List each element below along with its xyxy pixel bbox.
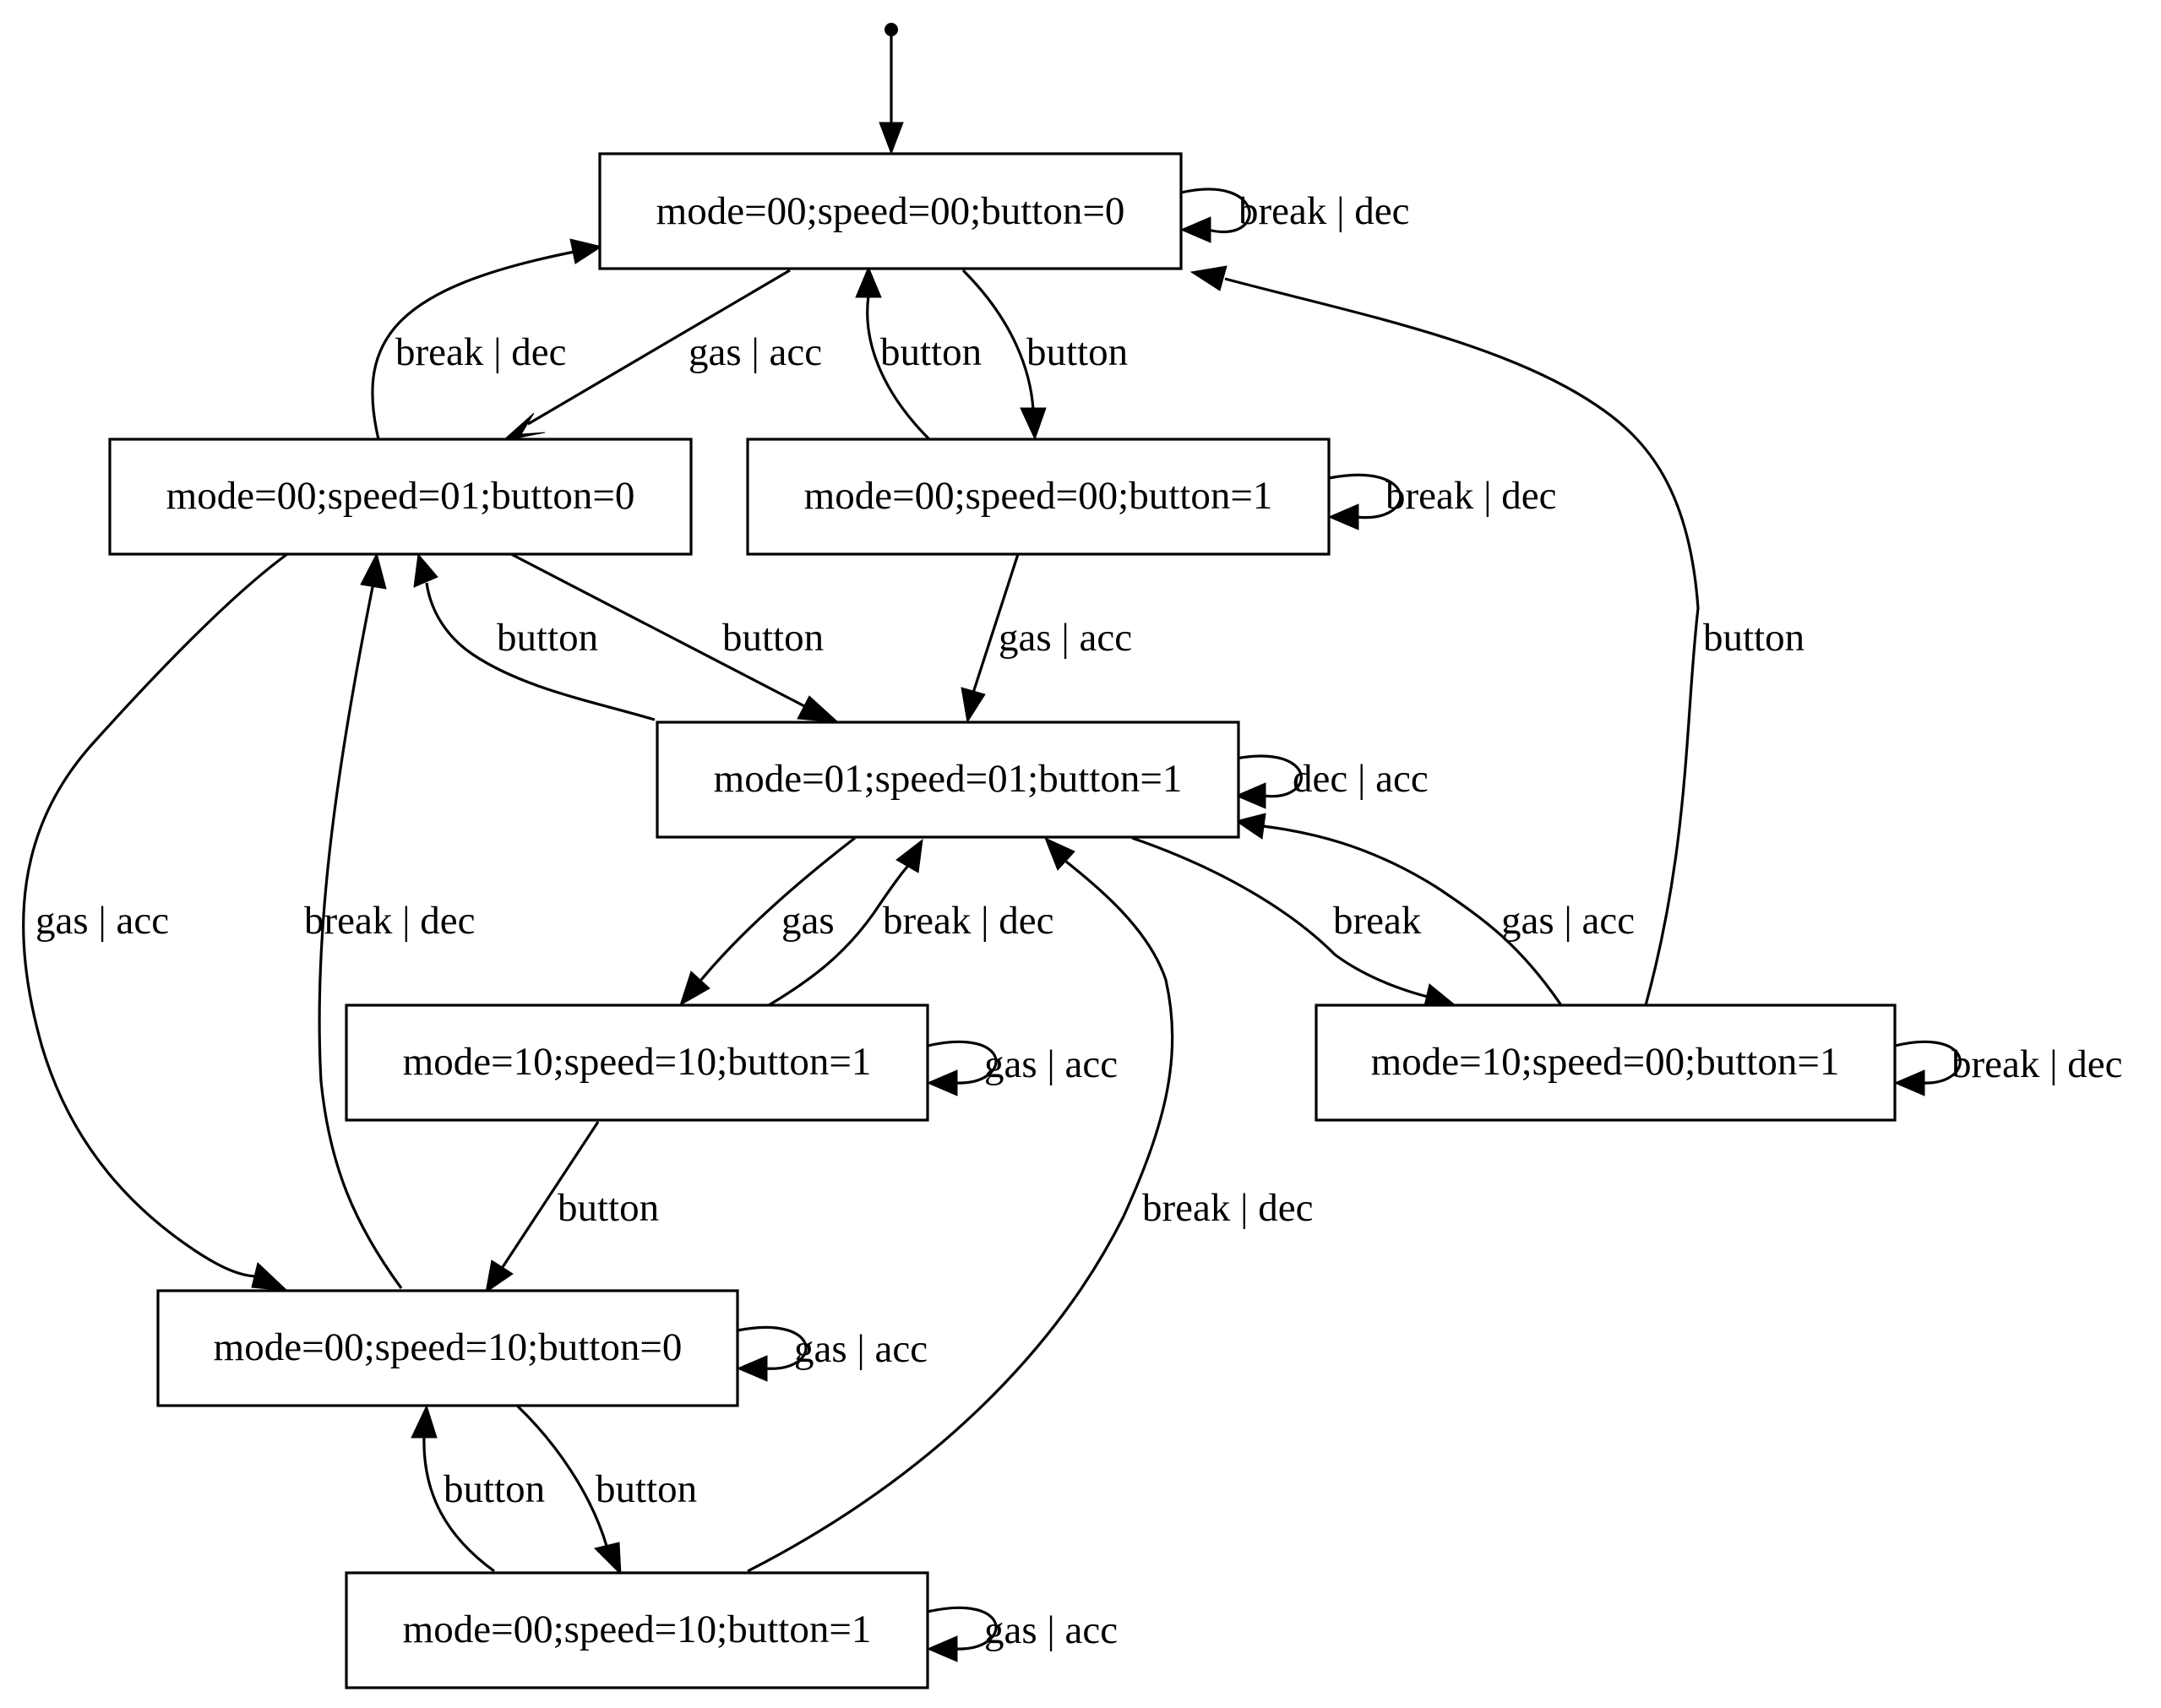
- state-node: mode=00;speed=10;button=0: [156, 1289, 739, 1407]
- edge-label-s5-s3: gas | acc: [1501, 899, 1635, 943]
- edge-label-s3-s1: button: [497, 616, 598, 660]
- edge-s1-s6-arrow: [251, 1262, 289, 1292]
- edge-label-s6-s7: button: [596, 1467, 697, 1511]
- edge-s7-s6-arrow: [411, 1404, 438, 1439]
- edge-label-s1-s6: gas | acc: [35, 899, 169, 943]
- edge-s7-self-arrow: [926, 1635, 958, 1662]
- edge-s6-self-arrow: [736, 1355, 768, 1382]
- edge-s4-s6: [501, 1121, 600, 1268]
- state-label: mode=01;speed=01;button=1: [714, 757, 1183, 801]
- edge-s2-s0-arrow: [855, 265, 882, 298]
- edge-s3-s1-arrow: [413, 552, 438, 588]
- state-label: mode=10;speed=10;button=1: [403, 1040, 872, 1084]
- state-node: mode=00;speed=00;button=1: [746, 438, 1331, 556]
- edge-label-s0-s1: gas | acc: [689, 330, 822, 374]
- edge-s2-self-arrow: [1327, 503, 1359, 530]
- state-node: mode=00;speed=01;button=0: [108, 438, 693, 556]
- state-node: mode=01;speed=01;button=1: [656, 721, 1240, 839]
- edge-s3-self: [1235, 754, 1303, 798]
- state-node: mode=00;speed=00;button=0: [598, 152, 1183, 270]
- edge-label-s2-self: break | dec: [1385, 474, 1557, 518]
- edge-label-s3-s5: break: [1333, 899, 1422, 943]
- edge-s7-s6: [422, 1435, 495, 1573]
- edge-s1-s0-arrow: [569, 238, 603, 264]
- state-label: mode=10;speed=00;button=1: [1371, 1040, 1840, 1084]
- edge-s5-s0-arrow: [1189, 265, 1227, 291]
- edge-s5-self: [1894, 1040, 1962, 1085]
- edge-s2-s3: [972, 553, 1020, 694]
- state-label: mode=00;speed=10;button=1: [403, 1607, 872, 1651]
- edge-s6-s7: [515, 1404, 608, 1547]
- edge-s3-s1: [425, 582, 656, 721]
- edge-label-s7-s6: button: [444, 1467, 545, 1511]
- edge-label-s6-s1: break | dec: [304, 899, 476, 943]
- edge-s4-s6-arrow: [485, 1259, 514, 1294]
- edge-label-s3-s4: gas: [781, 899, 835, 943]
- edge-label-s7-s3: break | dec: [1142, 1186, 1314, 1230]
- edge-s7-self: [927, 1606, 998, 1651]
- edge-label-s2-s3: gas | acc: [999, 616, 1132, 660]
- edge-s1-s3: [510, 552, 812, 711]
- edge-s0-s2: [961, 269, 1035, 411]
- state-label: mode=00;speed=00;button=1: [804, 474, 1273, 518]
- edge-s0-s1: [527, 269, 791, 426]
- edge-s6-s7-arrow: [594, 1542, 622, 1576]
- edge-s1-s3-arrow: [797, 695, 840, 723]
- edge-label-s1-s3: button: [722, 616, 824, 660]
- state-label: mode=00;speed=01;button=0: [166, 474, 635, 518]
- initial-edge-arrow: [879, 122, 904, 155]
- edge-s0-self-arrow: [1179, 216, 1211, 243]
- edge-label-s0-s2: button: [1026, 330, 1128, 374]
- edge-s1-s0: [371, 250, 575, 440]
- edge-label-s6-self: gas | acc: [794, 1327, 928, 1371]
- edge-s5-s0: [1224, 277, 1700, 1006]
- edge-s7-s3-arrow: [1044, 837, 1075, 871]
- edge-s0-s1-arrow: [501, 412, 546, 442]
- edge-s6-self: [737, 1325, 808, 1370]
- edge-label-s5-self: break | dec: [1951, 1042, 2123, 1086]
- state-label: mode=00;speed=00;button=0: [656, 189, 1125, 233]
- edge-label-s0-self: break | dec: [1238, 189, 1410, 233]
- edge-s3-s4-arrow: [679, 971, 710, 1007]
- edge-s3-s4: [699, 836, 856, 982]
- edge-s2-s0: [866, 295, 931, 441]
- state-node: mode=00;speed=10;button=1: [345, 1571, 929, 1689]
- edge-s6-s1-arrow: [360, 552, 387, 590]
- edge-label-s2-s0: button: [880, 330, 982, 374]
- edge-s4-self: [927, 1040, 998, 1085]
- edge-s5-s3: [1262, 824, 1563, 1006]
- state-node: mode=10;speed=00;button=1: [1315, 1004, 1897, 1122]
- edge-s1-s6: [22, 552, 288, 1278]
- edge-label-s4-self: gas | acc: [984, 1042, 1118, 1086]
- edge-label-s7-self: gas | acc: [984, 1608, 1118, 1652]
- edge-s4-s3-arrow: [895, 838, 923, 873]
- edge-s2-self: [1328, 473, 1402, 519]
- edge-s7-s3: [747, 860, 1174, 1573]
- state-label: mode=00;speed=10;button=0: [214, 1325, 683, 1369]
- edge-s0-self: [1180, 188, 1251, 234]
- edge-s3-self-arrow: [1234, 782, 1266, 809]
- edge-label-s4-s3: break | dec: [883, 899, 1054, 943]
- edge-s3-s5: [1131, 836, 1429, 998]
- edge-label-s1-s0: break | dec: [395, 330, 567, 374]
- edge-label-s5-s0: button: [1703, 616, 1804, 660]
- edge-label-s4-s6: button: [558, 1186, 659, 1230]
- edge-s4-self-arrow: [926, 1069, 958, 1096]
- edge-s0-s2-arrow: [1020, 407, 1047, 441]
- edge-s6-s1: [318, 582, 403, 1289]
- edge-label-s3-self: dec | acc: [1293, 757, 1429, 801]
- edge-s5-s3-arrow: [1234, 813, 1266, 840]
- state-node: mode=10;speed=10;button=1: [345, 1004, 929, 1122]
- edge-s5-self-arrow: [1893, 1069, 1925, 1096]
- edge-s4-s3: [768, 864, 910, 1007]
- edge-s2-s3-arrow: [961, 687, 986, 724]
